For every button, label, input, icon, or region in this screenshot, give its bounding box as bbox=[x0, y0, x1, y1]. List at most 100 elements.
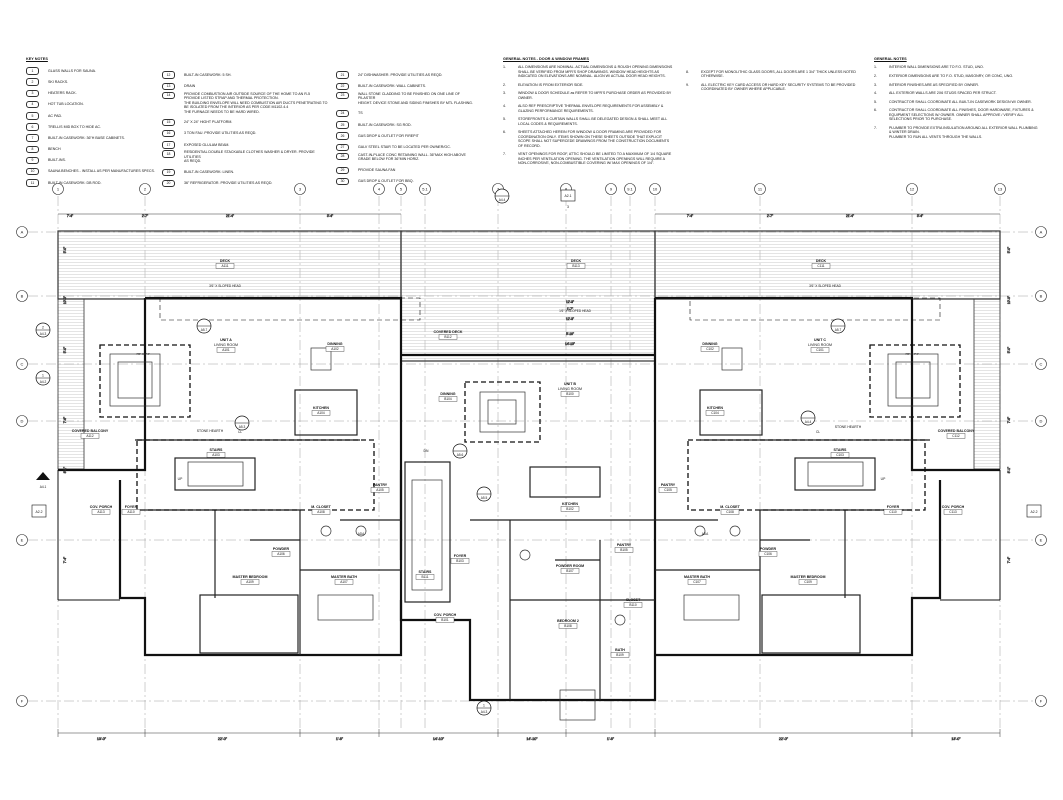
grid-label: 10 bbox=[653, 187, 658, 192]
grid-label: A bbox=[1040, 230, 1043, 235]
deck-areas bbox=[57, 230, 1001, 470]
key-note-text: BUILT-INS. bbox=[48, 158, 66, 163]
marker-sheet: A5.6 bbox=[457, 453, 464, 457]
room-tag bbox=[206, 452, 226, 458]
fixtures bbox=[109, 347, 939, 721]
key-note-number: 19 bbox=[162, 168, 175, 177]
note-number: 5. bbox=[874, 99, 877, 104]
key-note-number: 11 bbox=[26, 179, 39, 187]
key-note-number: 12 bbox=[162, 71, 175, 79]
room-name: UNIT A bbox=[220, 338, 232, 342]
grid-bubble bbox=[373, 183, 385, 195]
room-tag bbox=[700, 346, 720, 352]
room-id: C108 bbox=[726, 510, 734, 514]
dim-text: 1'-7" bbox=[567, 307, 573, 311]
note-number: 8. bbox=[686, 69, 689, 74]
grid-label: C bbox=[1040, 362, 1043, 367]
room-tag bbox=[758, 551, 778, 557]
room-name: POWDER ROOM bbox=[556, 564, 584, 568]
room-tag bbox=[623, 602, 643, 608]
general-note: 2.EXTERIOR DIMENSIONS ARE TO F.O. STUD, … bbox=[874, 74, 1039, 78]
grid-bubble bbox=[16, 695, 28, 707]
key-notes-title: KEY NOTES bbox=[26, 57, 48, 61]
key-note-text: PROVIDE COMBUSTION AIR OUTSIDE SOURCE OF… bbox=[184, 91, 328, 114]
key-note-number: 22 bbox=[336, 82, 349, 91]
room-id: A102 bbox=[331, 347, 339, 351]
room-name: BATH bbox=[615, 648, 625, 652]
key-note-number: 2 bbox=[26, 78, 39, 86]
marker-number: 3 bbox=[567, 205, 569, 209]
key-note-number: 28 bbox=[336, 152, 349, 161]
room-id: A106 bbox=[277, 552, 285, 556]
note-number: 6. bbox=[874, 108, 877, 113]
room-id: B108 bbox=[564, 624, 572, 628]
marker-sheet: A4.3 bbox=[40, 332, 47, 336]
bay-dim: 7'8" X 7'4" bbox=[905, 352, 919, 356]
room-id: B113 bbox=[572, 264, 579, 268]
dim-text: 3'-4" bbox=[327, 214, 333, 218]
grid-label: 4 bbox=[378, 187, 381, 192]
room-tag bbox=[311, 509, 331, 515]
room-id: A108 bbox=[317, 510, 325, 514]
grid-label: F bbox=[1040, 699, 1043, 704]
room-name: COV. PORCH bbox=[90, 505, 113, 509]
dashed-overlays bbox=[99, 297, 961, 511]
room-id: B102 bbox=[566, 507, 574, 511]
note-number: 2. bbox=[874, 74, 877, 78]
note-text: ALSO REF PRESCRIPTIVE THERMAL ENVELOPE R… bbox=[518, 104, 664, 113]
grid-label: 9.1 bbox=[627, 187, 633, 192]
room-id: B104 bbox=[444, 397, 452, 401]
grid-bubble bbox=[1035, 695, 1047, 707]
key-note-text: GLASS WALLS FOR SAUNA. bbox=[48, 68, 96, 73]
grid-label: 5.1 bbox=[422, 187, 428, 192]
bay-dim: 7'8" X 7'4" bbox=[136, 352, 150, 356]
grid-bubble bbox=[294, 183, 306, 195]
room-name: M. CLOSET bbox=[311, 505, 331, 509]
dim-text: 12'-3" bbox=[566, 300, 574, 304]
room-tag bbox=[558, 623, 578, 629]
key-note-number: 23 bbox=[336, 91, 349, 100]
room-name: MASTER BATH bbox=[331, 575, 357, 579]
general-note: 4.ALSO REF PRESCRIPTIVE THERMAL ENVELOPE… bbox=[503, 104, 673, 113]
room-tag bbox=[566, 263, 586, 269]
room-name: MASTER BEDROOM bbox=[233, 575, 268, 579]
key-note-number: 20 bbox=[162, 179, 175, 188]
room-id: A105 bbox=[376, 488, 384, 492]
grid-bubble bbox=[1035, 358, 1047, 370]
room-id: B100 bbox=[566, 392, 574, 396]
marker-sheet: A2.1 bbox=[565, 194, 572, 198]
room-name: FOYER bbox=[125, 505, 138, 509]
note-text: ALL DIMENSIONS ARE NOMINAL. ACTUAL DIMEN… bbox=[518, 65, 673, 79]
grid-bubble bbox=[1035, 290, 1047, 302]
elevation-tag bbox=[31, 504, 47, 518]
note-text: INTERIOR FINISHES ARE AS SPECIFIED BY OW… bbox=[889, 82, 979, 87]
grid-label: 9 bbox=[610, 187, 613, 192]
key-note-text: GAS DROP & OUTLET FOR FIREPIT bbox=[358, 133, 419, 138]
marker-sheet: A5.5 bbox=[481, 496, 488, 500]
grid-label: 1 bbox=[57, 187, 60, 192]
key-note-text: 36" REFRIGERATOR. PROVIDE UTILITIES AS R… bbox=[184, 181, 273, 186]
room-name: LIVING ROOM bbox=[214, 343, 238, 347]
dim-text: 14'-10" bbox=[526, 737, 538, 741]
room-name: DECK bbox=[816, 259, 827, 263]
key-note-text: TS bbox=[358, 111, 363, 116]
general-note: 9.ALL ELECTRIC KEY CARD ACCESS OR HARD K… bbox=[686, 83, 856, 92]
note-text: ALL EXTERIOR WALLS ARE 2X6 STUDS SPACED … bbox=[889, 91, 997, 96]
key-note-text: 24" X 24" HIGHT PLATFORM. bbox=[184, 120, 233, 125]
room-id: B101 bbox=[441, 618, 449, 622]
key-note-number: 24 bbox=[336, 109, 349, 118]
door-window-notes-col-2: 8.EXCEPT FOR MONOLITHIC GLASS DOORS, ALL… bbox=[686, 70, 856, 96]
key-note-number: 18 bbox=[162, 150, 175, 158]
note-text: CONTRACTOR SHALL COORDINATE ALL FINISHES… bbox=[889, 108, 1034, 122]
dim-text: 22'-0" bbox=[779, 737, 789, 741]
marker-number: 1 bbox=[42, 374, 44, 378]
key-note-text: BUILT-IN CASEWORK: LINEN. bbox=[184, 170, 235, 175]
